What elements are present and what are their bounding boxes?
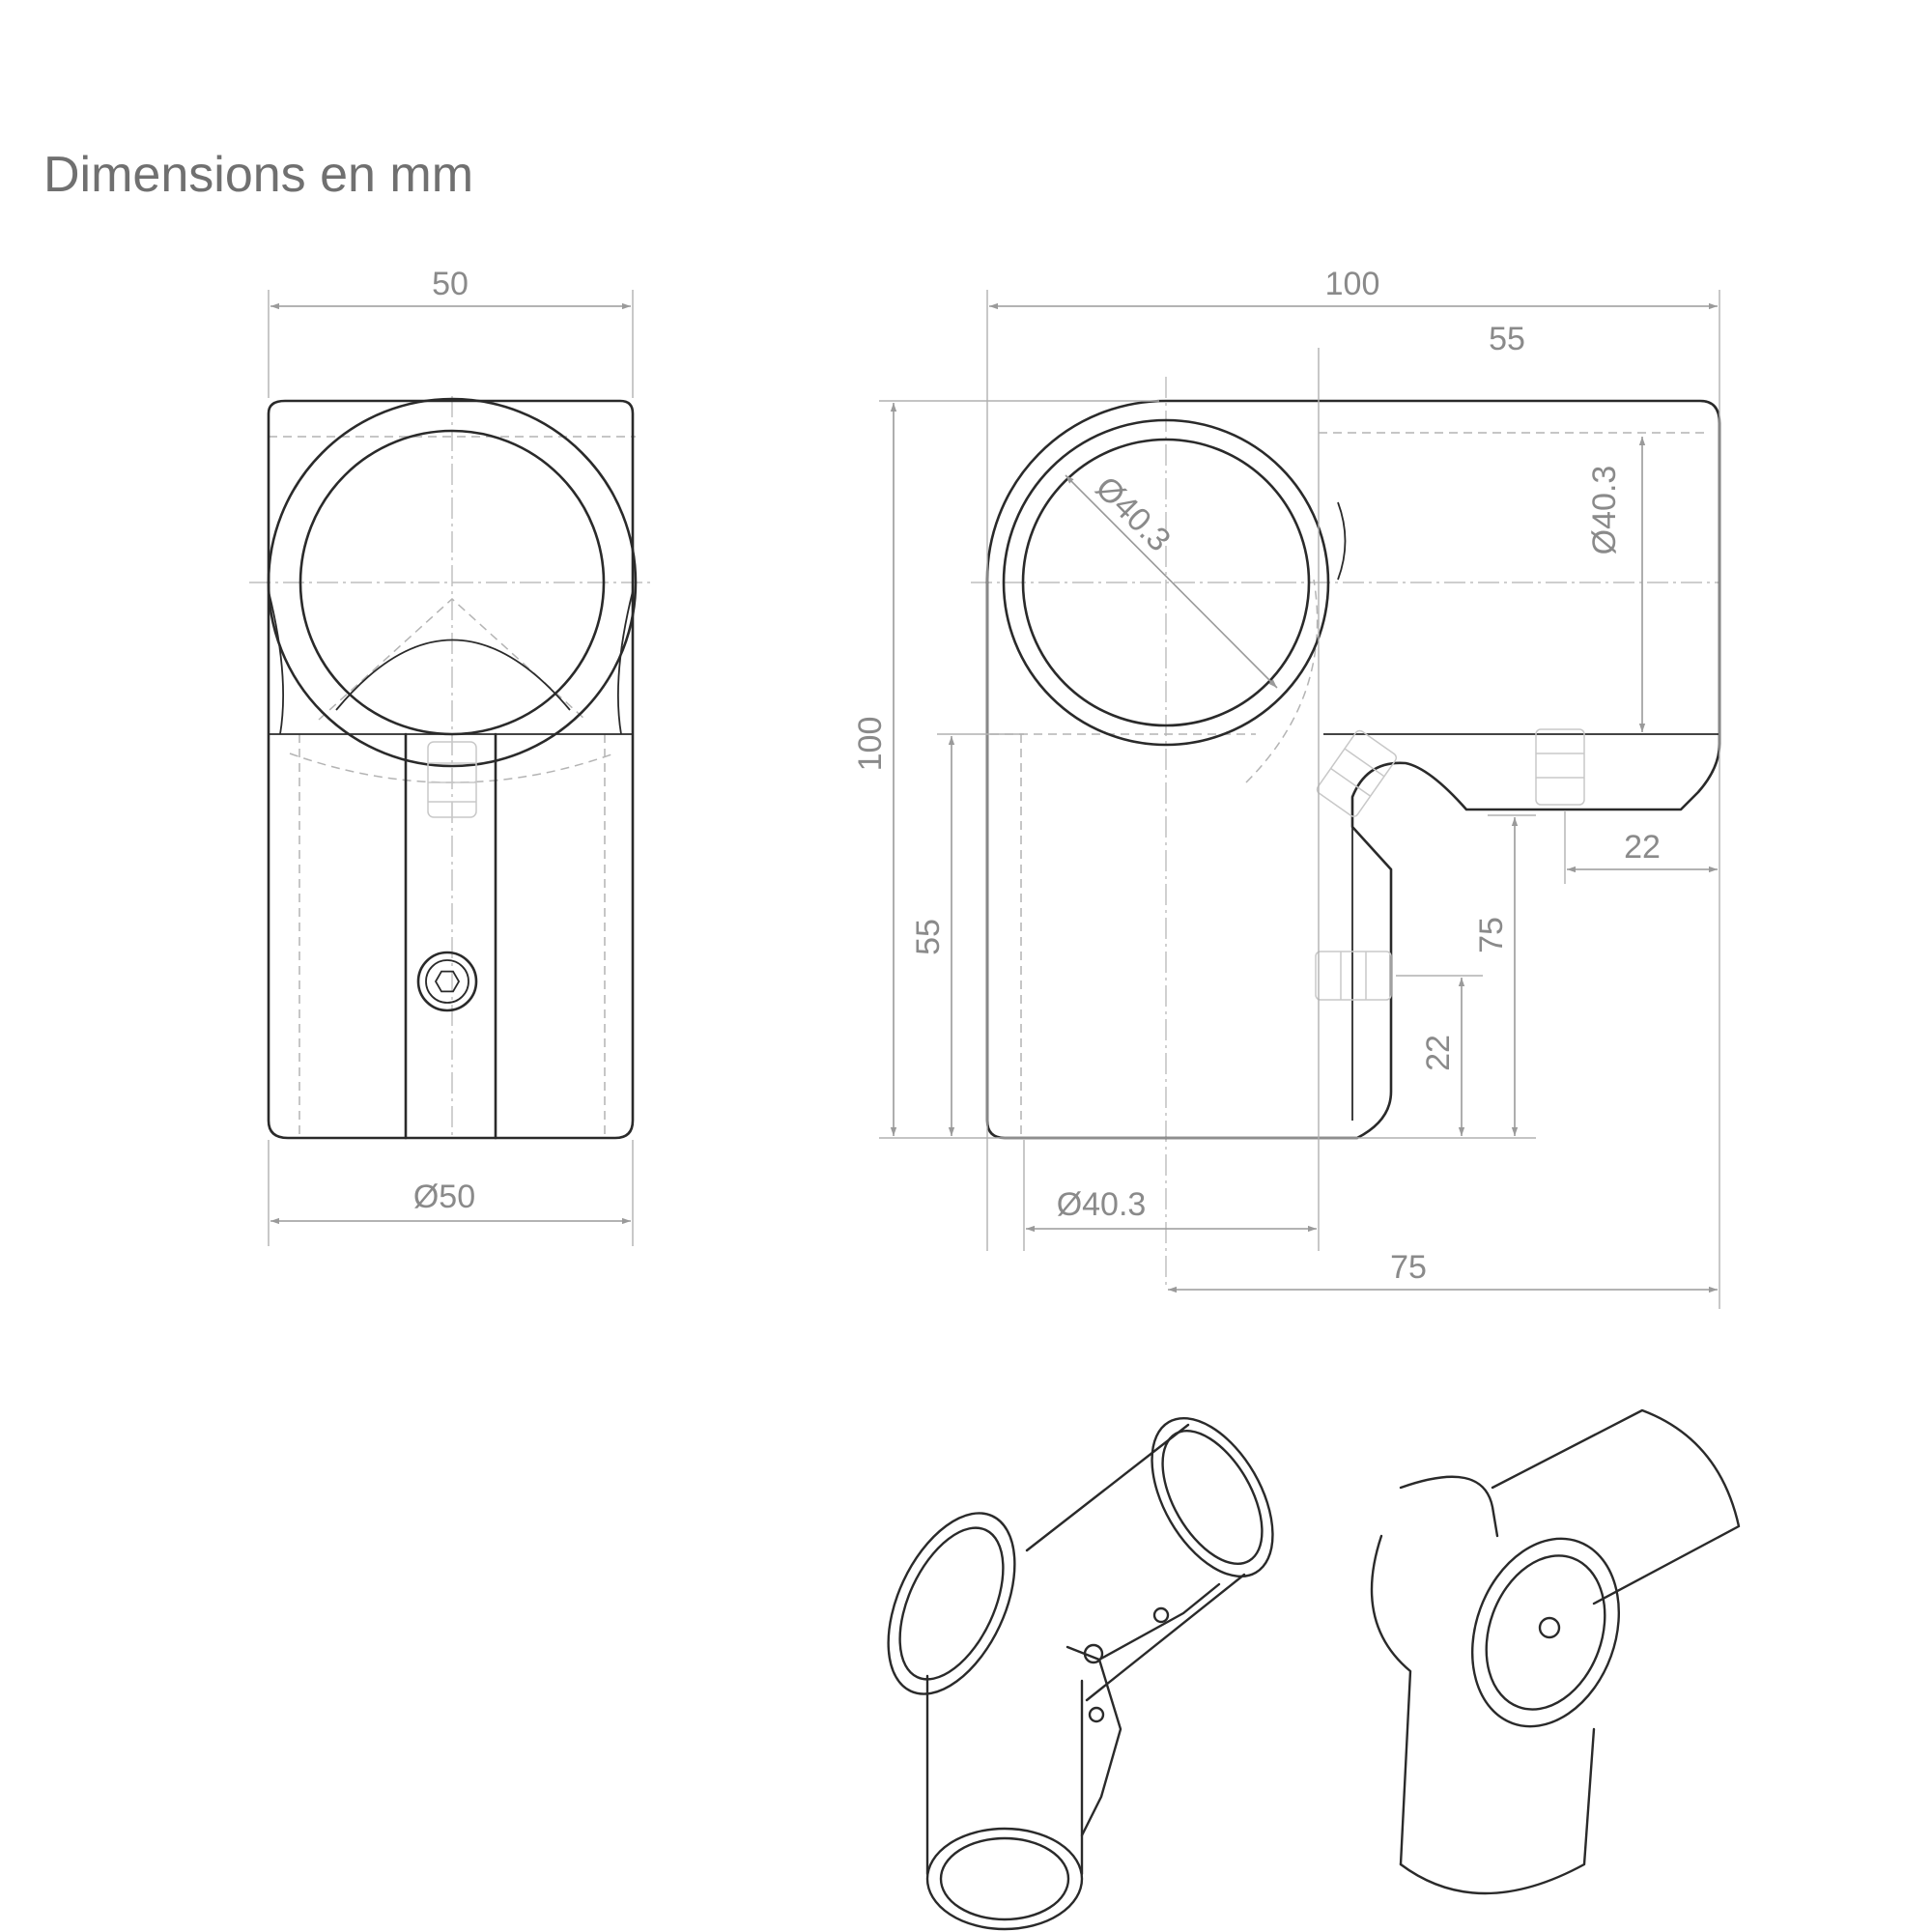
side-total-height-label: 100 [852, 717, 889, 772]
iso1-right-tube-outer [1151, 1416, 1274, 1578]
drawing-title: Dimensions en mm [43, 147, 473, 203]
side-hidden-arc [1245, 579, 1319, 783]
side-right-diameter-label: Ø40.3 [1586, 466, 1623, 555]
iso2-front-ring-outer [1470, 1537, 1621, 1728]
side-body-outline [985, 399, 1721, 1140]
iso1-bottom-tube-inner [939, 1836, 1070, 1921]
iso1-bottom-tube-sides [925, 1674, 1084, 1876]
side-total-width-label: 100 [1325, 266, 1380, 302]
iso1-left-tube-inner [898, 1526, 1005, 1681]
side-bottom-width-label: 75 [1390, 1249, 1427, 1286]
front-right-flare [616, 590, 634, 735]
side-left-height-label: 55 [910, 919, 947, 955]
iso1-screw-a [1083, 1643, 1104, 1664]
front-body-outline [267, 399, 635, 1140]
iso1-screw-c [1152, 1606, 1170, 1624]
iso2-left-shell [1370, 1534, 1412, 1866]
iso1-right-tube-sides [1025, 1423, 1246, 1702]
front-inner-saddle [335, 639, 571, 711]
front-left-flare [268, 590, 285, 735]
iso1-clamp-strap-top [1097, 1582, 1221, 1662]
side-lower-screw [1315, 951, 1392, 1001]
isometric-view-left [887, 1416, 1274, 1931]
iso1-left-tube-outer [887, 1512, 1016, 1695]
iso2-top-tube [1491, 1408, 1741, 1605]
iso2-front-ring-inner [1485, 1554, 1606, 1711]
iso2-inner-hole [1538, 1616, 1561, 1639]
side-view: 100 55 100 55 Ø40.3 Ø40.3 22 75 22 [852, 266, 1721, 1309]
side-inner-diameter-dimline [1065, 474, 1278, 689]
iso1-screw-b [1088, 1706, 1105, 1723]
side-top-arm-label: 55 [1489, 321, 1525, 357]
side-screw-right-label: 22 [1624, 829, 1661, 866]
front-view: 50 Ø50 [249, 266, 655, 1246]
side-bottom-diameter-label: Ø40.3 [1057, 1186, 1147, 1223]
front-clamp-strap [404, 732, 497, 1140]
isometric-view-right [1370, 1408, 1741, 1895]
front-pipe-inner-ring [298, 429, 606, 736]
front-pipe-outer-ring [267, 397, 638, 768]
side-angled-screw [1316, 729, 1398, 817]
side-pipe-inner-ring [1021, 438, 1311, 727]
side-right-screw [1535, 728, 1585, 806]
iso1-right-tube-inner [1161, 1430, 1264, 1565]
side-inner-diameter-label: Ø40.3 [1089, 469, 1178, 558]
side-screw-lower-label: 22 [1420, 1035, 1457, 1071]
front-diameter-label: Ø50 [413, 1179, 475, 1215]
iso1-bottom-tube-outer [925, 1827, 1084, 1931]
front-hidden-cone [318, 597, 586, 721]
iso2-upper-shell [1399, 1475, 1499, 1538]
side-neck-curve [1337, 501, 1347, 581]
front-top-screw [427, 741, 477, 818]
side-pipe-outer-ring [1002, 418, 1330, 747]
front-width-label: 50 [432, 266, 469, 302]
hex-socket-screw-icon [416, 951, 478, 1012]
iso1-clamp-strap [1065, 1645, 1122, 1837]
side-height-right-label: 75 [1473, 917, 1510, 953]
iso2-bottom-tube [1399, 1727, 1596, 1895]
